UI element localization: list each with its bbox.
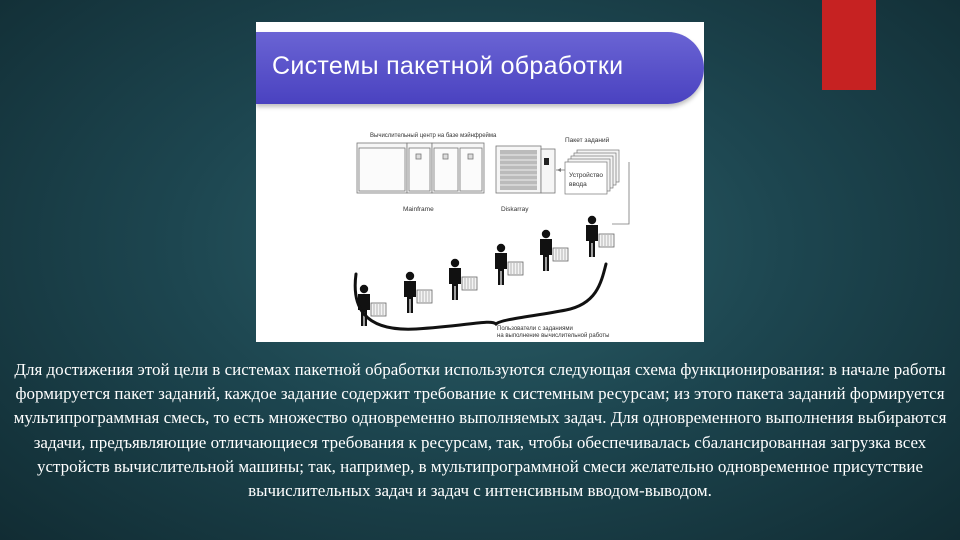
- mainframe-label: Mainframe: [403, 206, 434, 213]
- job-packet-stack: [564, 149, 620, 195]
- users-brace: [353, 262, 608, 331]
- batch-processing-diagram: Вычислительный центр на базе мэйнфрейма …: [353, 132, 630, 339]
- users-label-2: на выполнение вычислительной работы: [497, 332, 609, 339]
- connection-arrows: [556, 162, 630, 225]
- center-label: Вычислительный центр на базе мэйнфрейма: [370, 132, 497, 139]
- job-packet-label: Пакет заданий: [565, 136, 610, 144]
- title-banner: Системы пакетной обработки: [256, 32, 704, 104]
- diskarray-label: Diskarray: [501, 206, 529, 213]
- slide-illustration: Системы пакетной обработки Вычислительны…: [256, 22, 704, 342]
- disk-array: [495, 145, 556, 194]
- accent-red-bar: [822, 0, 876, 90]
- users-queue: [358, 215, 615, 326]
- input-device-label-1: Устройство: [569, 171, 603, 179]
- input-device-label-2: ввода: [569, 181, 587, 188]
- mainframe-cabinets: [356, 142, 485, 194]
- users-label-1: Пользователи с заданиями: [497, 326, 573, 332]
- slide-body-text: Для достижения этой цели в системах паке…: [13, 360, 947, 501]
- slide-title: Системы пакетной обработки: [272, 52, 624, 80]
